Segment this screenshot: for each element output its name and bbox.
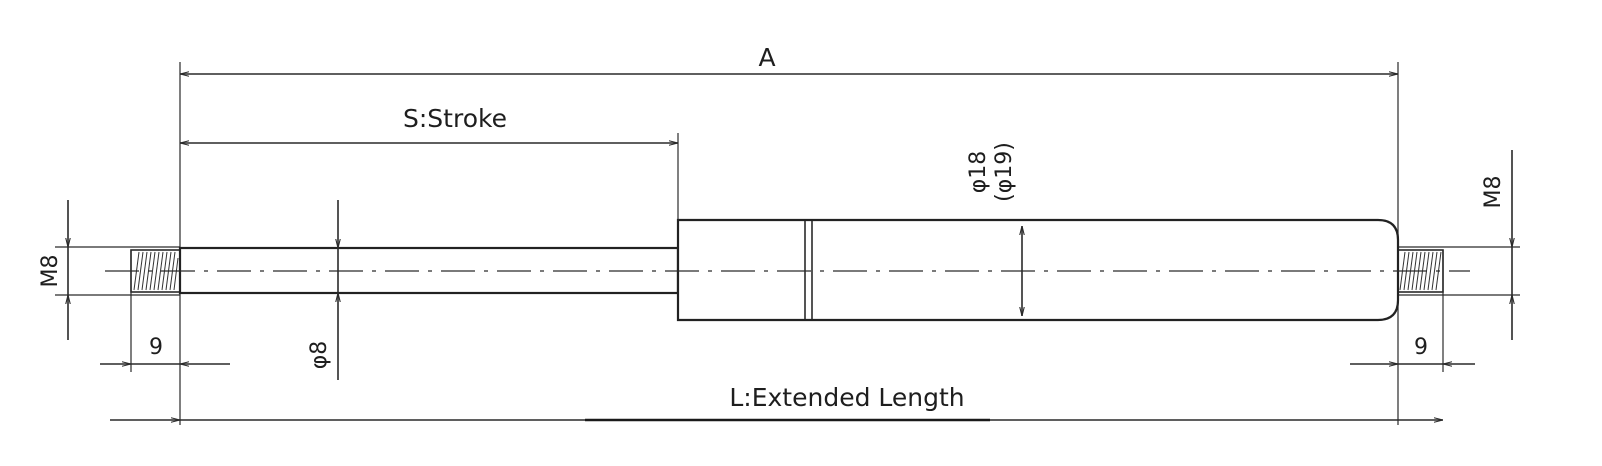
dimension-thread-right: M8: [1481, 150, 1512, 340]
left-thread: [130, 249, 181, 293]
dimension-thread-left: M8: [38, 200, 68, 340]
thread-right-label: M8: [1481, 176, 1506, 209]
dimension-thread-length-right: 9: [1350, 335, 1475, 364]
dimension-a-label: A: [758, 43, 775, 72]
dimension-thread-length-left: 9: [100, 335, 230, 364]
dimension-rod-diameter: φ8: [307, 200, 338, 380]
thread-length-right-label: 9: [1414, 335, 1428, 360]
cylinder-tube: [676, 218, 1400, 322]
dimension-extended-length: L:Extended Length: [110, 383, 1443, 420]
dimension-a: A: [180, 43, 1398, 74]
dimension-tube-diameter: φ18 (φ19): [966, 142, 1022, 316]
dimension-stroke: S:Stroke: [180, 104, 678, 143]
dimension-extended-length-label: L:Extended Length: [729, 383, 964, 412]
tube-diameter-alt-label: (φ19): [992, 142, 1017, 202]
dimension-stroke-label: S:Stroke: [403, 104, 507, 133]
tube-diameter-label: φ18: [966, 151, 991, 194]
rod-diameter-label: φ8: [307, 341, 332, 370]
thread-length-left-label: 9: [149, 335, 163, 360]
thread-left-label: M8: [38, 255, 63, 288]
